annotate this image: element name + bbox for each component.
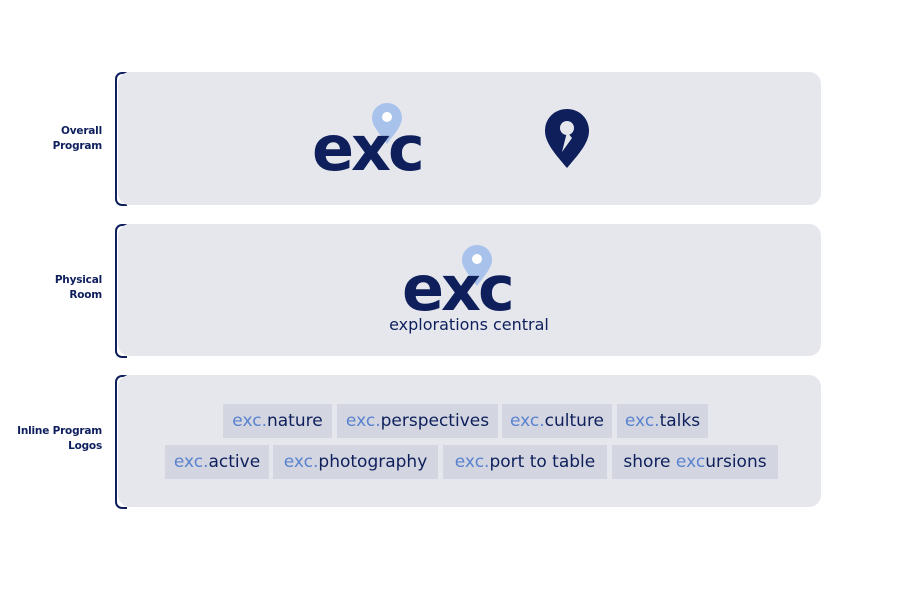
row-label-line: Inline Program [17, 425, 102, 437]
tag-prefix: exc. [624, 411, 660, 431]
tag-exc-port-to-table: exc.port to table [443, 445, 607, 479]
tag-name: nature [266, 411, 323, 431]
row-bracket [115, 224, 127, 358]
tag-shore-excursions: shore excursions [612, 445, 778, 479]
row-label-line: Overall [61, 125, 102, 137]
panel-physical-room [118, 224, 821, 356]
tag-exc-active: exc.active [165, 445, 269, 479]
map-pin-icon [545, 109, 589, 168]
row-bracket [115, 375, 127, 509]
tag-prefix: exc. [232, 411, 267, 431]
tag-exc-nature: exc.nature [223, 404, 332, 438]
tag-name: photography [318, 452, 428, 472]
exc-logo: exc [402, 245, 515, 317]
tag-before: shore [623, 452, 676, 472]
tag-prefix: exc. [509, 411, 545, 431]
tag-exc-talks: exc.talks [617, 404, 708, 438]
tag-exc-photography: exc.photography [273, 445, 438, 479]
logo-wordmark: exc [312, 112, 422, 175]
tag-prefix: exc. [173, 452, 209, 472]
row-label-physical-room: Physical Room [2, 273, 102, 303]
tag-name: culture [544, 411, 605, 431]
exc-logo: exc [312, 103, 425, 175]
tag-exc-perspectives: exc.perspectives [337, 404, 498, 438]
logo-pin-icon [462, 245, 492, 286]
tag-prefix: exc. [345, 411, 381, 431]
panel-inline-program-logos [118, 375, 821, 507]
tag-mid: exc [675, 452, 706, 472]
panel-overall-program [118, 72, 821, 205]
row-label-line: Physical [54, 274, 102, 286]
tag-exc-culture: exc.culture [502, 404, 612, 438]
logo-pin-icon [372, 103, 402, 144]
row-label-line: Room [69, 289, 102, 301]
logo-subtitle: explorations central [389, 315, 549, 334]
row-bracket [115, 72, 127, 206]
tag-prefix: exc. [454, 452, 490, 472]
tag-name: perspectives [380, 411, 490, 431]
row-label-inline-program-logos: Inline Program Logos [2, 424, 102, 454]
row-label-line: Logos [68, 440, 102, 452]
row-label-line: Program [52, 140, 103, 152]
tag-name: active [208, 452, 261, 472]
tag-name: port to table [489, 452, 596, 472]
tag-after: ursions [705, 452, 767, 472]
tag-prefix: exc. [283, 452, 319, 472]
tag-name: talks [659, 411, 701, 431]
row-label-overall-program: Overall Program [2, 124, 103, 154]
logo-wordmark: exc [402, 252, 512, 317]
